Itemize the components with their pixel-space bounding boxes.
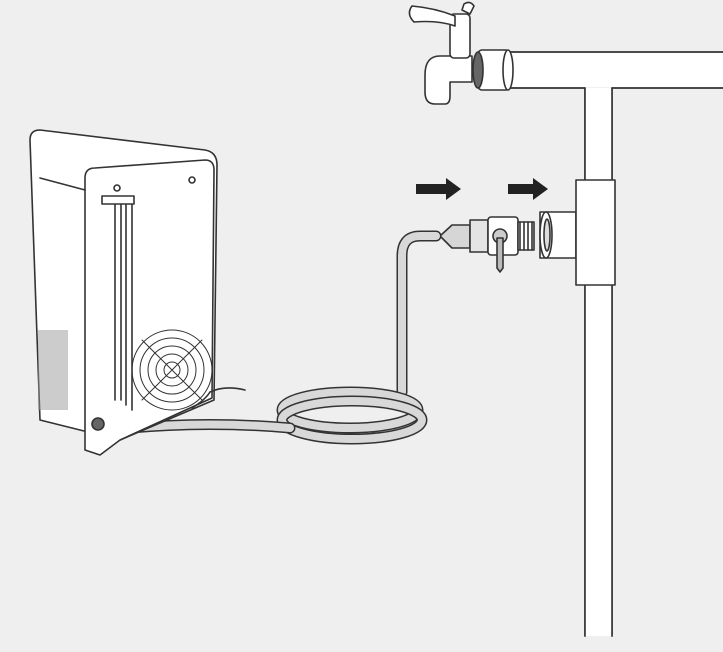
fan-grille bbox=[131, 329, 213, 411]
vent-grille bbox=[38, 330, 68, 410]
water-pipe bbox=[504, 51, 723, 637]
tee-joint-icon bbox=[539, 179, 616, 286]
valve-icon bbox=[439, 216, 535, 273]
arrow-right-icon bbox=[416, 178, 548, 200]
appliance-icon bbox=[29, 129, 246, 456]
faucet-icon bbox=[408, 1, 514, 105]
